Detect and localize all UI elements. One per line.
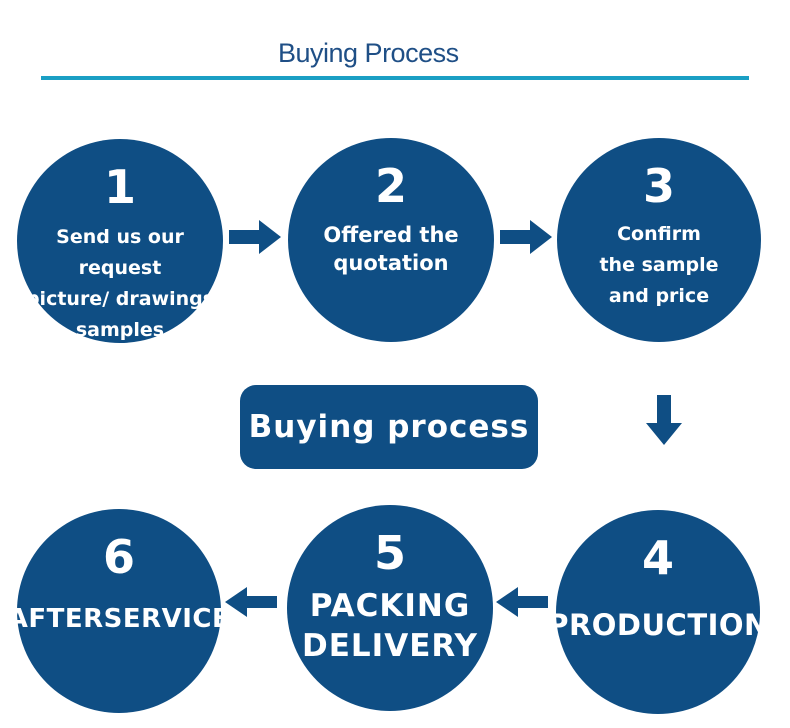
step-6-number: 6 <box>102 530 135 584</box>
step-1-text: Send us our request picture/ drawings sa… <box>25 226 215 341</box>
step-6-text: AFTERSERVICE <box>7 604 231 634</box>
step-4-text: PRODUCTION <box>547 608 769 642</box>
step-6-circle: 6 AFTERSERVICE <box>8 509 230 713</box>
step-2-circle: 2 Offered the quotation <box>288 138 494 342</box>
step-4-number: 4 <box>641 531 674 585</box>
banner-label: Buying process <box>248 409 530 445</box>
arrow-left-icon <box>225 587 277 617</box>
step-3-text: Confirm the sample and price <box>599 223 719 307</box>
arrow-left-icon <box>496 587 548 617</box>
step-4-circle: 4 PRODUCTION <box>547 510 768 714</box>
step-2-number: 2 <box>374 159 407 213</box>
page-title: Buying Process <box>278 38 459 68</box>
step-5-circle: 5 PACKING DELIVERY <box>287 505 493 711</box>
arrow-right-icon <box>500 220 552 254</box>
arrow-down-icon <box>646 395 682 445</box>
buying-process-banner: Buying process <box>240 385 538 469</box>
step-3-circle: 3 Confirm the sample and price <box>557 138 761 342</box>
step-1-circle: 1 Send us our request picture/ drawings … <box>17 139 223 343</box>
step-5-number: 5 <box>373 526 406 580</box>
title-underline <box>41 76 749 80</box>
arrow-right-icon <box>229 220 281 254</box>
step-3-number: 3 <box>642 159 675 213</box>
step-1-number: 1 <box>103 160 136 214</box>
step-5-text: PACKING DELIVERY <box>302 588 478 664</box>
step-2-text: Offered the quotation <box>323 223 459 275</box>
